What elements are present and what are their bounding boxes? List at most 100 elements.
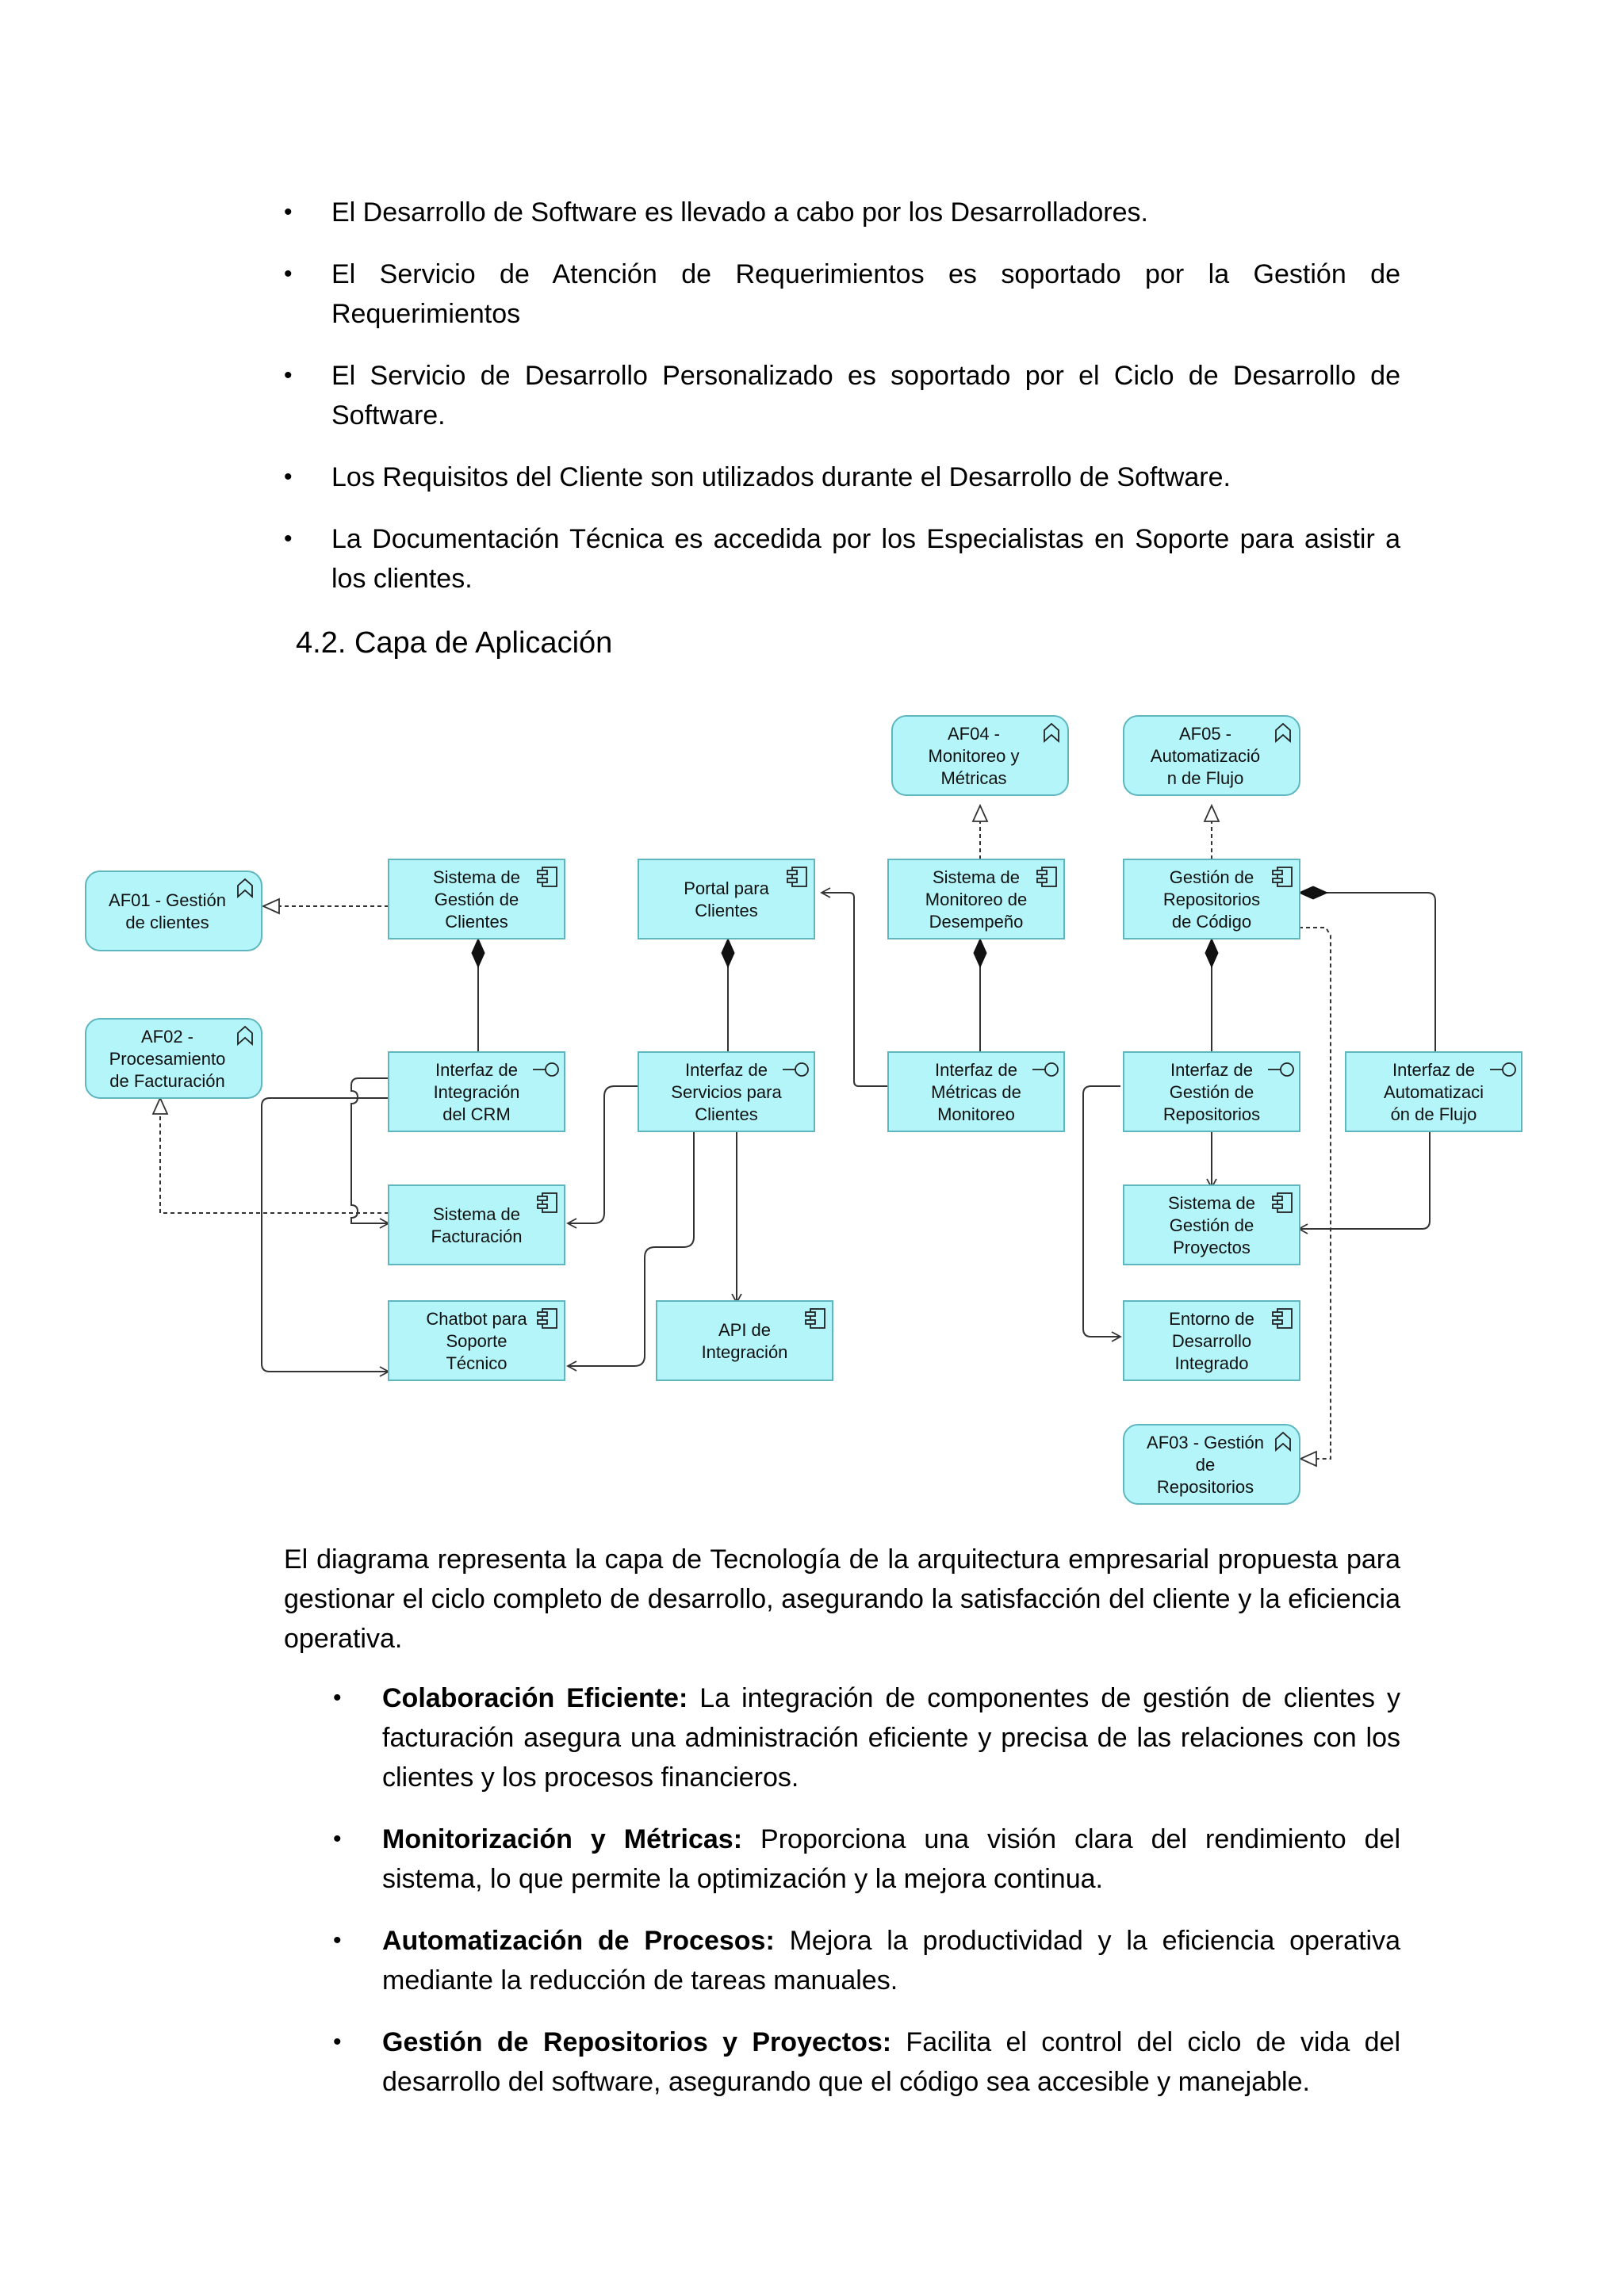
paragraph: El diagrama representa la capa de Tecnol… (284, 1544, 1400, 1654)
component-icon (1036, 867, 1057, 887)
serving-link (1297, 1131, 1431, 1234)
realization-link (1299, 927, 1331, 1459)
node-label-line: API de (718, 1320, 771, 1340)
component-icon (537, 1308, 557, 1329)
node-sistema-gestion-clientes: Sistema de Gestión de Clientes (388, 859, 565, 939)
list-item-text: Proporciona una visión clara del rendimi… (382, 1824, 1401, 1894)
node-label-line: Monitoreo y (929, 746, 1020, 766)
list-item: •Monitorización y Métricas: Proporciona … (333, 1820, 1400, 1899)
node-label-line: Repositorios (1163, 890, 1260, 909)
node-label-line: Interfaz de (1170, 1060, 1253, 1080)
list-item-text: El Servicio de Desarrollo Personalizado … (331, 361, 1400, 430)
node-label-line: Integración (434, 1082, 520, 1102)
list-item-heading: Colaboración Eficiente: (382, 1683, 688, 1713)
node-label-line: AF05 - (1179, 724, 1231, 744)
list-item: • El Desarrollo de Software es llevado a … (284, 193, 1400, 232)
component-icon (1272, 1192, 1293, 1213)
node-label-line: Interfaz de (1392, 1060, 1475, 1080)
node-af01: AF01 - Gestión de clientes (85, 871, 262, 951)
diagram-connectors (160, 806, 1436, 1459)
bullet-icon: • (284, 464, 293, 490)
node-label-line: AF04 - (948, 724, 1000, 744)
list-item-text: La Documentación Técnica es accedida por… (331, 524, 1400, 594)
node-label-line: de (1196, 1455, 1215, 1475)
interface-icon (1490, 1062, 1516, 1077)
node-label-line: Automatizaci (1384, 1082, 1484, 1102)
bullet-icon: • (333, 1685, 342, 1711)
bullet-icon: • (333, 2029, 342, 2055)
component-icon (1272, 1308, 1293, 1329)
function-icon (1275, 722, 1291, 744)
node-label-line: Sistema de (1168, 1193, 1255, 1213)
list-item-text: El Desarrollo de Software es llevado a c… (331, 197, 1148, 228)
composition-link (1297, 886, 1436, 1052)
node-label-line: AF03 - Gestión (1147, 1433, 1264, 1452)
node-label-line: Facturación (431, 1226, 523, 1246)
node-label-line: Integración (702, 1342, 788, 1362)
component-icon (1272, 867, 1293, 887)
serving-link (350, 1077, 390, 1229)
top-bullet-list: • El Desarrollo de Software es llevado a … (284, 193, 1400, 621)
realization-link (160, 1098, 389, 1214)
component-icon (805, 1308, 825, 1329)
list-item: •El Servicio de Atención de Requerimient… (284, 254, 1400, 334)
function-icon (1275, 1431, 1291, 1452)
node-label-line: Desarrollo (1172, 1331, 1251, 1351)
list-item: •El Servicio de Desarrollo Personalizado… (284, 356, 1400, 435)
node-label-line: Métricas de (931, 1082, 1021, 1102)
list-item: •Automatización de Procesos: Mejora la p… (333, 1921, 1400, 2000)
function-icon (237, 878, 253, 899)
component-icon (787, 867, 807, 887)
node-label-line: Gestión de (435, 890, 519, 909)
list-item-text: Facilita el control del ciclo de vida de… (382, 2027, 1400, 2097)
node-label-line: Monitoreo (937, 1104, 1015, 1124)
interface-icon (533, 1062, 559, 1077)
node-label-line: de clientes (125, 913, 209, 932)
serving-link (820, 887, 888, 1087)
serving-link (566, 1085, 638, 1229)
bottom-bullet-list: •Colaboración Eficiente: La integración … (333, 1678, 1400, 2124)
node-label-line: AF01 - Gestión (109, 890, 226, 910)
component-icon (537, 1192, 557, 1213)
interface-icon (1268, 1062, 1294, 1077)
node-label-line: Servicios para (671, 1082, 782, 1102)
node-label-line: Técnico (446, 1353, 507, 1373)
list-item-heading: Gestión de Repositorios y Proyectos: (382, 2027, 892, 2057)
node-label-line: Interfaz de (685, 1060, 768, 1080)
node-label-line: Interfaz de (935, 1060, 1017, 1080)
section-title: 4.2. Capa de Aplicación (296, 626, 613, 660)
node-label-line: Gestión de (1170, 867, 1254, 887)
node-label-line: Clientes (695, 1104, 757, 1124)
interface-icon (783, 1062, 809, 1077)
function-icon (1044, 722, 1059, 744)
node-label-line: Entorno de (1169, 1309, 1254, 1329)
node-label-line: Sistema de (933, 867, 1020, 887)
node-label-line: Repositorios (1157, 1477, 1254, 1497)
node-label-line: ón de Flujo (1391, 1104, 1477, 1124)
node-label-line: Chatbot para (426, 1309, 527, 1329)
node-label-line: Proyectos (1173, 1238, 1251, 1257)
bullet-icon: • (333, 1826, 342, 1852)
bullet-icon: • (333, 1927, 342, 1954)
list-item-heading: Automatización de Procesos: (382, 1926, 775, 1956)
bullet-icon: • (284, 199, 293, 225)
node-label-line: Portal para (684, 878, 769, 898)
serving-link (261, 1097, 390, 1377)
node-label-line: AF02 - (141, 1027, 193, 1047)
node-label-line: Clientes (445, 912, 508, 932)
node-label-line: del CRM (442, 1104, 511, 1124)
node-label-line: Sistema de (433, 867, 520, 887)
